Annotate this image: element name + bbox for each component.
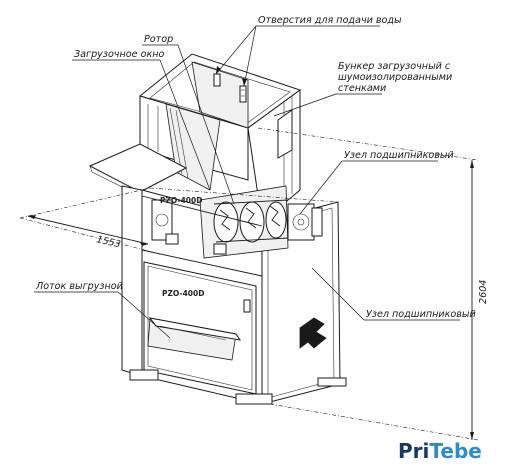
bearing-block-left xyxy=(151,199,173,241)
svg-text:PriTebe: PriTebe xyxy=(398,439,482,463)
callout-water-holes-text: Отверстия для подачи воды xyxy=(258,15,402,26)
callout-rotor: Ротор xyxy=(142,34,235,205)
callout-rotor-text: Ротор xyxy=(144,34,173,45)
dimension-width: 1553 xyxy=(19,187,339,255)
nameplate-door: PZO-400D xyxy=(162,289,204,298)
machine-drawing: PZO-400D PZO-400D xyxy=(88,53,347,405)
dimension-height-label: 2604 xyxy=(478,280,489,304)
pritebe-logo: PriTebe xyxy=(398,439,482,463)
dimension-width-label: 1553 xyxy=(95,234,121,250)
bearing-block-upper xyxy=(287,203,323,241)
callout-discharge-tray: Лоток выгрузной xyxy=(34,281,171,339)
callout-discharge-tray-text: Лоток выгрузной xyxy=(35,281,123,292)
rotor xyxy=(213,199,289,243)
callout-feed-window-text: Загрузочное окно xyxy=(74,49,165,60)
water-inlet-pipe xyxy=(213,73,221,87)
callout-bearing-lower: Узел подшипниковый xyxy=(311,267,476,321)
dimension-height: 2604 xyxy=(257,127,489,441)
callout-hopper-line3: стенками xyxy=(338,83,386,94)
callout-hopper: Бункер загрузочный с шумоизолированными … xyxy=(273,61,452,117)
water-inlet-pipe xyxy=(239,85,247,103)
callout-bearing-lower-text: Узел подшипниковый xyxy=(366,309,476,320)
callout-bearing-upper-text: Узел подшипниковый xyxy=(344,150,454,161)
callout-feed-window: Загрузочное окно xyxy=(72,49,211,191)
brand-emblem xyxy=(299,317,327,349)
nameplate-top: PZO-400D xyxy=(160,196,202,205)
callout-hopper-line1: Бункер загрузочный с xyxy=(338,61,451,72)
callout-water-holes: Отверстия для подачи воды xyxy=(215,15,402,87)
logo-part-b: Tebe xyxy=(429,439,481,463)
logo-part-a: Pri xyxy=(398,439,429,463)
callout-bearing-upper: Узел подшипниковый xyxy=(299,150,454,215)
cabinet-front xyxy=(121,185,143,377)
callout-hopper-line2: шумоизолированными xyxy=(338,72,452,83)
